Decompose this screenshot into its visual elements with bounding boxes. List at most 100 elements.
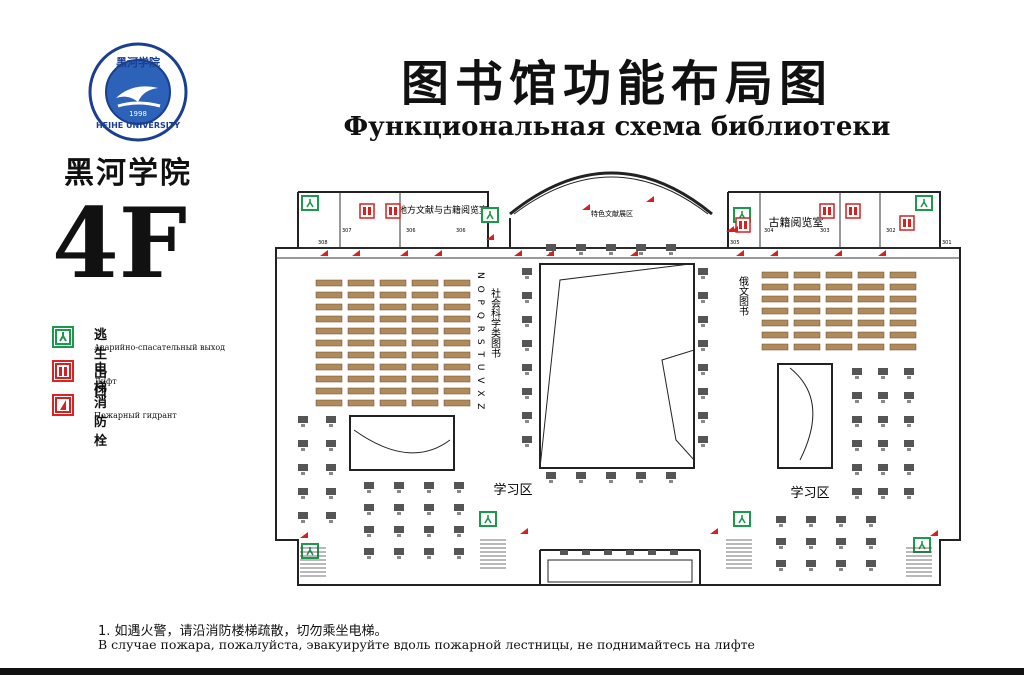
study-table bbox=[424, 482, 434, 493]
bookshelf bbox=[825, 319, 853, 327]
study-table bbox=[904, 440, 914, 451]
room-number: 304 bbox=[764, 228, 774, 234]
study-table bbox=[878, 368, 888, 379]
study-table bbox=[836, 560, 846, 571]
bookshelf bbox=[411, 387, 439, 395]
bookshelf bbox=[411, 351, 439, 359]
elevator-icon bbox=[359, 203, 375, 219]
study-table bbox=[878, 440, 888, 451]
fire-hydrant-icon bbox=[730, 226, 738, 232]
bookshelf bbox=[347, 303, 375, 311]
bookshelf bbox=[761, 271, 789, 279]
study-table bbox=[298, 416, 308, 427]
study-table bbox=[546, 472, 556, 483]
study-table bbox=[298, 440, 308, 451]
study-table bbox=[394, 548, 404, 559]
bookshelf bbox=[443, 375, 471, 383]
bookshelves bbox=[315, 271, 917, 407]
exit-icon bbox=[301, 195, 319, 211]
study-table bbox=[326, 512, 336, 523]
bookshelf bbox=[443, 315, 471, 323]
study-table bbox=[454, 504, 464, 515]
fire-hydrant-icon bbox=[630, 250, 638, 256]
logo-text: 黑河学院 bbox=[116, 55, 160, 69]
bookshelf bbox=[825, 283, 853, 291]
study-table bbox=[852, 464, 862, 475]
bookshelf bbox=[761, 283, 789, 291]
bookshelf bbox=[347, 315, 375, 323]
bookshelf bbox=[347, 327, 375, 335]
study-table bbox=[364, 504, 374, 515]
bookshelf bbox=[443, 351, 471, 359]
study-table bbox=[394, 504, 404, 515]
study-table bbox=[878, 464, 888, 475]
study-table bbox=[394, 526, 404, 537]
bookshelf bbox=[379, 327, 407, 335]
study-table bbox=[698, 316, 708, 327]
exit-icon bbox=[481, 207, 499, 223]
bookshelf bbox=[857, 319, 885, 327]
legend-label-ru: Аварийно-спасательный выход bbox=[94, 343, 226, 352]
bookshelf bbox=[411, 327, 439, 335]
study-table bbox=[606, 244, 616, 255]
bookshelf bbox=[315, 363, 343, 371]
fire-hydrant-icon bbox=[930, 530, 938, 536]
bookshelf bbox=[379, 339, 407, 347]
study-table bbox=[326, 440, 336, 451]
bookshelf bbox=[761, 307, 789, 315]
partitions bbox=[276, 192, 960, 259]
safety-note-cn: 1. 如遇火警，请沿消防楼梯疏散，切勿乘坐电梯。 bbox=[98, 624, 388, 639]
study-table bbox=[776, 538, 786, 549]
study-table bbox=[522, 436, 532, 447]
bookshelf bbox=[347, 363, 375, 371]
fire-hydrant-icon bbox=[878, 250, 886, 256]
study-table bbox=[576, 244, 586, 255]
bench bbox=[582, 550, 590, 555]
bookshelf bbox=[825, 271, 853, 279]
study-table bbox=[904, 488, 914, 499]
study-table bbox=[454, 548, 464, 559]
bookshelf bbox=[857, 307, 885, 315]
study-table bbox=[852, 392, 862, 403]
study-table bbox=[298, 488, 308, 499]
study-table bbox=[904, 368, 914, 379]
bookshelf bbox=[315, 303, 343, 311]
study-table bbox=[698, 364, 708, 375]
study-table bbox=[636, 244, 646, 255]
bookshelf bbox=[889, 283, 917, 291]
legend-label-ru: Пожарный гидрант bbox=[94, 411, 177, 420]
bookshelf bbox=[793, 271, 821, 279]
elevator-icon bbox=[819, 203, 835, 219]
bookshelf bbox=[379, 399, 407, 407]
room-label-study-left: 学习区 bbox=[493, 482, 532, 498]
bookshelf bbox=[347, 291, 375, 299]
study-table bbox=[904, 392, 914, 403]
study-table bbox=[698, 412, 708, 423]
study-table bbox=[666, 472, 676, 483]
bookshelf bbox=[761, 343, 789, 351]
exit-icon bbox=[301, 543, 319, 559]
fire-hydrant-icon bbox=[400, 250, 408, 256]
bookshelf bbox=[761, 319, 789, 327]
study-table bbox=[364, 526, 374, 537]
fire-hydrant-icon bbox=[770, 250, 778, 256]
bookshelf bbox=[857, 271, 885, 279]
room-label-russian-books: 俄文图书 bbox=[737, 276, 749, 317]
study-table bbox=[424, 548, 434, 559]
bookshelf bbox=[857, 331, 885, 339]
bench bbox=[648, 550, 656, 555]
university-name: 黑河学院 bbox=[64, 156, 192, 191]
room-number: 308 bbox=[318, 240, 328, 246]
study-table bbox=[866, 516, 876, 527]
study-table bbox=[852, 368, 862, 379]
study-table bbox=[698, 388, 708, 399]
study-table bbox=[698, 436, 708, 447]
room-number: 305 bbox=[730, 240, 740, 246]
study-table bbox=[836, 516, 846, 527]
exit-icon bbox=[479, 511, 497, 527]
study-table bbox=[522, 316, 532, 327]
left-void bbox=[349, 415, 455, 471]
elevator-icon bbox=[52, 360, 74, 382]
seating bbox=[298, 244, 914, 571]
bookshelf bbox=[793, 331, 821, 339]
